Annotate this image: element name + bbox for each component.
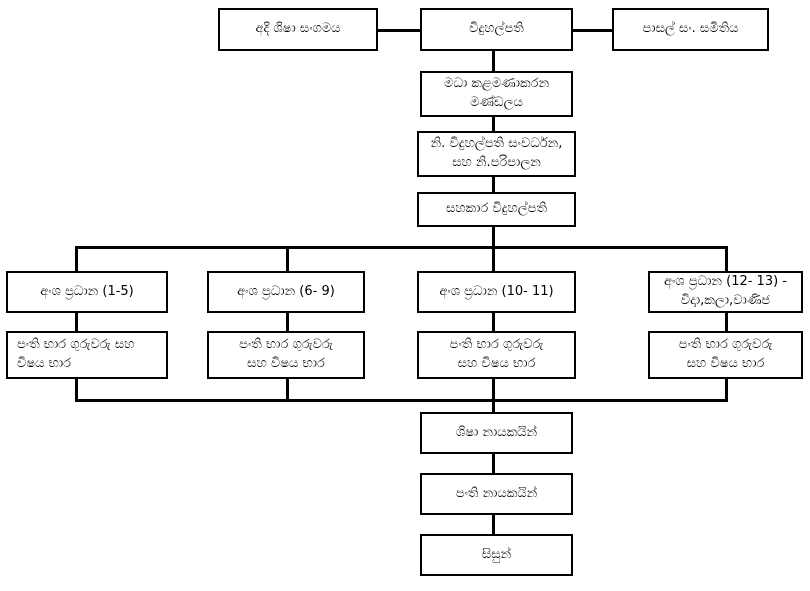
connector-bus-to-section-head-1: [75, 246, 78, 272]
class-teachers-4-line2: සහ විෂය භාර: [686, 356, 765, 371]
node-section-head-4[interactable]: අංශ ප්‍රධාන (12- 13) - විදාා,කලා,වාණිජ: [648, 271, 803, 313]
assistant-principal-label: සහකාර විදුහල්පති: [445, 201, 548, 217]
connector-section-head-2-to-teachers-2: [286, 312, 289, 332]
node-class-teachers-4[interactable]: පංති භාර ගුරුවරු සහ විෂය භාර: [648, 331, 803, 379]
node-old-students-association[interactable]: අදි ශිෂා සංගමය: [218, 8, 378, 51]
class-teachers-3-line2: සහ විෂය භාර: [457, 356, 536, 371]
class-teachers-4-line1: පංති භාර ගුරුවරු: [678, 337, 773, 353]
student-leaders-label: ශිෂා නායකයින්: [455, 424, 538, 440]
students-label: සිසුන්: [481, 546, 512, 562]
class-teachers-1-line1: පංති භාර ගුරුවරු සහ: [17, 337, 135, 353]
connector-bus-to-section-head-3: [492, 246, 495, 272]
node-class-teachers-3[interactable]: පංති භාර ගුරුවරු සහ විෂය භාර: [417, 331, 576, 379]
node-principal[interactable]: විදුහල්පති: [420, 8, 573, 51]
class-teachers-2-line1: පංති භාර ගුරුවරු: [239, 337, 333, 353]
connector-principal-to-school-society: [572, 29, 614, 32]
class-teachers-3-line1: පංති භාර ගුරුවරු: [449, 337, 544, 353]
connector-principal-to-management: [492, 50, 495, 72]
class-teachers-1-line2: විෂය භාර: [17, 356, 71, 371]
node-deputy-principals[interactable]: නි. විදුහල්පති සංවර්ධන, සහ නි.පරිපාලන: [417, 131, 576, 177]
node-class-teachers-1[interactable]: පංති භාර ගුරුවරු සහ විෂය භාර: [6, 331, 168, 379]
node-section-head-3[interactable]: අංශ ප්‍රධාන (10- 11): [417, 271, 576, 313]
connector-section-head-3-to-teachers-3: [492, 312, 495, 332]
node-class-leaders[interactable]: පංති නායකයින්: [420, 473, 573, 515]
section-head-3-label: අංශ ප්‍රධාන (10- 11): [439, 283, 554, 299]
class-teachers-2-line2: සහ විෂය භාර: [247, 356, 325, 371]
deputy-principals-line2: සහ නි.පරිපාලන: [452, 155, 541, 170]
connector-student-leaders-to-class-leaders: [492, 453, 495, 474]
connector-bus-to-section-head-2: [286, 246, 289, 272]
connector-teachers-3-to-lower-bus: [492, 378, 495, 401]
node-section-head-1[interactable]: අංශ ප්‍රධාන (1-5): [6, 271, 168, 313]
connector-teachers-4-to-lower-bus: [725, 378, 728, 401]
node-students[interactable]: සිසුන්: [420, 534, 573, 576]
connector-principal-to-old-students: [376, 29, 422, 32]
node-student-leaders[interactable]: ශිෂා නායකයින්: [420, 412, 573, 454]
node-school-development-society[interactable]: පාසල් සං. සමිතිය: [612, 8, 769, 51]
node-assistant-principal[interactable]: සහකාර විදුහල්පති: [417, 192, 576, 227]
section-head-4-line2: විදාා,කලා,වාණිජ: [680, 293, 771, 308]
connector-deputy-to-assistant: [492, 176, 495, 194]
connector-assistant-to-bus: [492, 226, 495, 248]
node-middle-management-board[interactable]: මධා කළමණාකරන මණ්ඩලය: [420, 71, 573, 117]
connector-section-head-1-to-teachers-1: [75, 312, 78, 332]
section-heads-bus: [75, 246, 727, 249]
class-leaders-label: පංති නායකයින්: [455, 485, 538, 501]
connector-management-to-deputy: [492, 116, 495, 134]
node-section-head-2[interactable]: අංශ ප්‍රධාන (6- 9): [207, 271, 365, 313]
section-head-1-label: අංශ ප්‍රධාන (1-5): [40, 283, 134, 299]
connector-teachers-2-to-lower-bus: [286, 378, 289, 401]
connector-lower-bus-to-student-leaders: [492, 399, 495, 414]
school-development-society-label: පාසල් සං. සමිතිය: [642, 21, 739, 37]
old-students-association-label: අදි ශිෂා සංගමය: [255, 21, 341, 37]
middle-management-board-line2: මණ්ඩලය: [470, 95, 523, 110]
middle-management-board-line1: මධා කළමණාකරන: [443, 76, 550, 92]
node-class-teachers-2[interactable]: පංති භාර ගුරුවරු සහ විෂය භාර: [207, 331, 365, 379]
connector-teachers-1-to-lower-bus: [75, 378, 78, 401]
connector-section-head-4-to-teachers-4: [725, 312, 728, 332]
connector-class-leaders-to-students: [492, 515, 495, 535]
section-head-2-label: අංශ ප්‍රධාන (6- 9): [237, 283, 335, 299]
class-teachers-bus: [75, 399, 728, 402]
connector-bus-to-section-head-4: [725, 246, 728, 272]
principal-label: විදුහල්පති: [469, 21, 524, 37]
deputy-principals-line1: නි. විදුහල්පති සංවර්ධන,: [430, 136, 563, 152]
section-head-4-line1: අංශ ප්‍රධාන (12- 13) -: [663, 274, 787, 290]
